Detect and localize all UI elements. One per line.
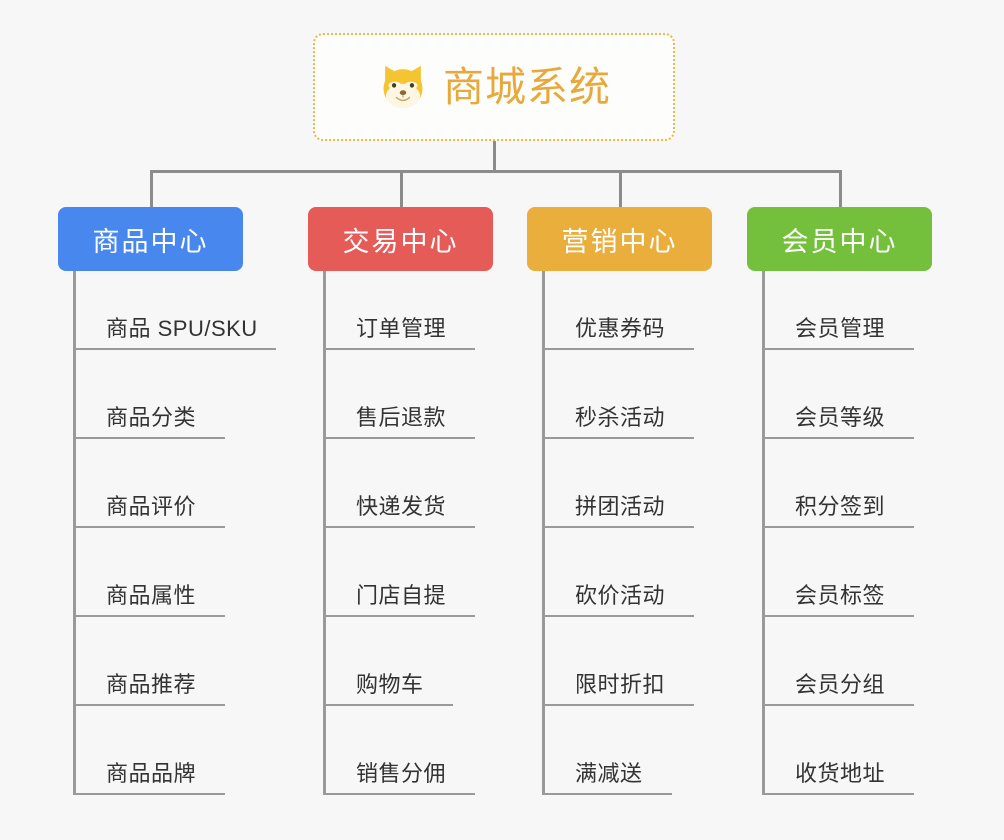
connector-horizontal-bus: [150, 170, 840, 173]
leaf-item[interactable]: 会员等级: [762, 384, 914, 439]
leaf-item-underline: [323, 615, 475, 617]
category-label: 营销中心: [561, 226, 678, 257]
connector-drop-1: [150, 170, 153, 208]
leaf-item[interactable]: 收货地址: [762, 740, 914, 795]
root-node[interactable]: 商城系统: [313, 33, 675, 141]
category-label: 商品中心: [92, 226, 209, 257]
leaf-item[interactable]: 购物车: [323, 651, 453, 706]
leaf-item-underline: [73, 526, 225, 528]
leaf-item-underline: [542, 437, 694, 439]
leaf-item[interactable]: 优惠券码: [542, 295, 694, 350]
leaf-item-label: 商品 SPU/SKU: [106, 316, 258, 341]
leaf-item-label: 订单管理: [356, 316, 447, 341]
leaf-item-label: 会员分组: [795, 672, 886, 697]
leaf-item[interactable]: 砍价活动: [542, 562, 694, 617]
leaf-item-underline: [762, 437, 914, 439]
leaf-item[interactable]: 会员分组: [762, 651, 914, 706]
leaf-item[interactable]: 商品品牌: [73, 740, 225, 795]
category-box-3[interactable]: 营销中心: [527, 207, 712, 271]
leaf-item[interactable]: 积分签到: [762, 473, 914, 528]
leaf-item-underline: [542, 704, 694, 706]
leaf-item-label: 会员等级: [795, 405, 886, 430]
leaf-item[interactable]: 商品属性: [73, 562, 225, 617]
leaf-item-underline: [762, 704, 914, 706]
leaf-item-underline: [73, 704, 225, 706]
leaf-item-underline: [762, 615, 914, 617]
leaf-spine: [542, 271, 545, 795]
leaf-item-label: 优惠券码: [575, 316, 666, 341]
leaf-item-label: 积分签到: [795, 494, 886, 519]
leaf-item-label: 拼团活动: [575, 494, 666, 519]
leaf-item-label: 秒杀活动: [575, 405, 666, 430]
leaf-item[interactable]: 满减送: [542, 740, 672, 795]
leaf-item-label: 商品评价: [106, 494, 197, 519]
connector-root-stem: [493, 141, 496, 171]
leaf-item-underline: [762, 348, 914, 350]
connector-drop-4: [839, 170, 842, 208]
leaf-item-label: 满减送: [575, 761, 643, 786]
leaf-item[interactable]: 商品分类: [73, 384, 225, 439]
leaf-item-underline: [323, 704, 453, 706]
leaf-item-label: 门店自提: [356, 583, 447, 608]
leaf-item-underline: [323, 348, 475, 350]
leaf-item-label: 会员标签: [795, 583, 886, 608]
leaf-item-label: 快递发货: [356, 494, 447, 519]
leaf-item-underline: [762, 526, 914, 528]
leaf-spine: [73, 271, 76, 795]
leaf-item[interactable]: 快递发货: [323, 473, 475, 528]
leaf-item-underline: [73, 437, 225, 439]
leaf-item-underline: [323, 437, 475, 439]
category-box-4[interactable]: 会员中心: [747, 207, 932, 271]
leaf-item[interactable]: 商品评价: [73, 473, 225, 528]
leaf-item[interactable]: 商品 SPU/SKU: [73, 295, 276, 350]
leaf-item-underline: [542, 793, 672, 795]
leaf-item-label: 商品属性: [106, 583, 197, 608]
leaf-item-underline: [542, 526, 694, 528]
leaf-item[interactable]: 门店自提: [323, 562, 475, 617]
root-title: 商城系统: [443, 63, 611, 110]
leaf-item-label: 商品分类: [106, 405, 197, 430]
category-label: 会员中心: [781, 226, 898, 257]
leaf-item-underline: [73, 793, 225, 795]
leaf-item-label: 收货地址: [795, 761, 886, 786]
leaf-item-label: 砍价活动: [575, 583, 666, 608]
leaf-spine: [762, 271, 765, 795]
leaf-item[interactable]: 拼团活动: [542, 473, 694, 528]
leaf-item[interactable]: 售后退款: [323, 384, 475, 439]
leaf-item[interactable]: 限时折扣: [542, 651, 694, 706]
leaf-item-underline: [73, 615, 225, 617]
leaf-item-label: 商品推荐: [106, 672, 197, 697]
shiba-dog-face-icon: [383, 65, 423, 110]
category-box-2[interactable]: 交易中心: [308, 207, 493, 271]
leaf-item[interactable]: 商品推荐: [73, 651, 225, 706]
leaf-spine: [323, 271, 326, 795]
leaf-item-label: 销售分佣: [356, 761, 447, 786]
leaf-item[interactable]: 秒杀活动: [542, 384, 694, 439]
connector-drop-2: [400, 170, 403, 208]
leaf-item-label: 限时折扣: [575, 672, 666, 697]
leaf-item-underline: [323, 793, 475, 795]
leaf-item[interactable]: 订单管理: [323, 295, 475, 350]
category-label: 交易中心: [342, 226, 459, 257]
leaf-item[interactable]: 会员管理: [762, 295, 914, 350]
leaf-item-label: 会员管理: [795, 316, 886, 341]
leaf-item[interactable]: 会员标签: [762, 562, 914, 617]
leaf-item-underline: [323, 526, 475, 528]
leaf-item-underline: [542, 348, 694, 350]
category-box-1[interactable]: 商品中心: [58, 207, 243, 271]
connector-drop-3: [619, 170, 622, 208]
leaf-item-underline: [73, 348, 276, 350]
leaf-item-label: 售后退款: [356, 405, 447, 430]
leaf-item-underline: [762, 793, 914, 795]
leaf-item-label: 商品品牌: [106, 761, 197, 786]
leaf-item-underline: [542, 615, 694, 617]
leaf-item[interactable]: 销售分佣: [323, 740, 475, 795]
leaf-item-label: 购物车: [356, 672, 424, 697]
